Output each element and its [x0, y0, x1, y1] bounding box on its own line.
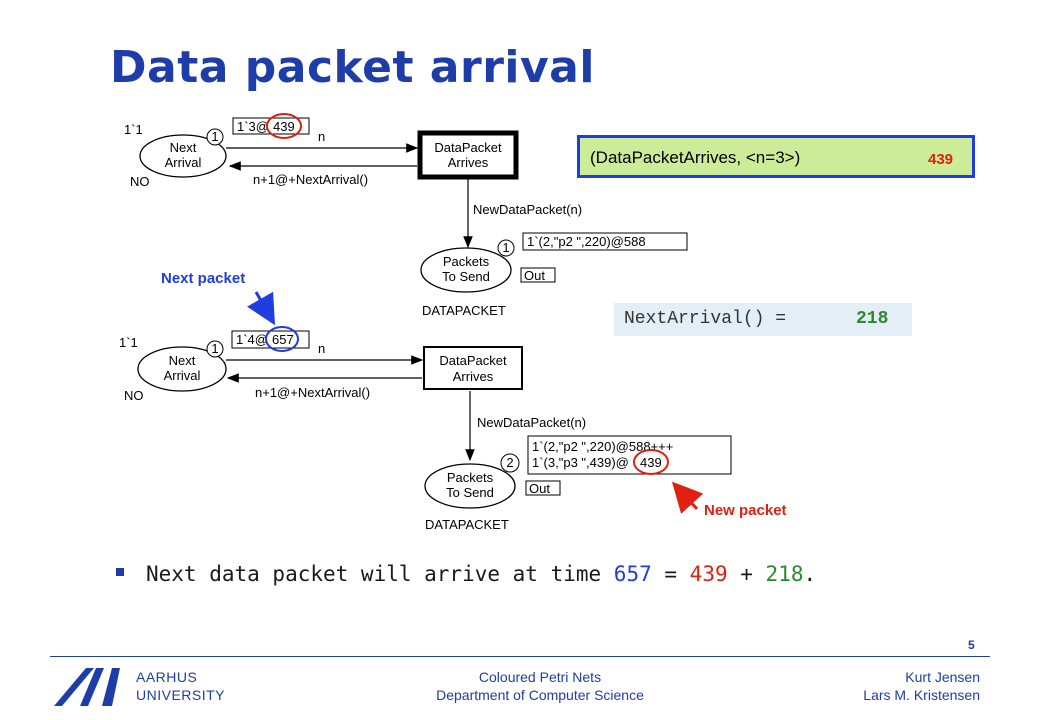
top-transition-datapacket-arrives[interactable]	[417, 130, 519, 180]
bottom-send-marking-line1: 1`(2,"p2 ",220)@588+++	[532, 439, 673, 454]
bottom-send-count-circle	[500, 453, 520, 473]
bottom-arc-in-label: n	[318, 341, 325, 356]
bottom-send-marking-line2-prefix: 1`(3,"p3 ",439)@	[532, 455, 629, 470]
top-colour-set: NO	[130, 174, 150, 189]
top-token-count: 1	[211, 129, 218, 144]
new-packet-arrow-icon	[671, 481, 704, 514]
aarhus-logo-icon	[54, 668, 120, 706]
bottom-send-marking-box	[527, 435, 732, 475]
top-arc-out-label: n+1@+NextArrival()	[253, 172, 368, 187]
top-arc-down-label: NewDataPacket(n)	[473, 202, 582, 217]
new-packet-annotation: New packet	[704, 502, 787, 519]
top-marking-prefix: 1`3@	[237, 119, 269, 134]
bottom-arc-out-label: n+1@+NextArrival()	[255, 385, 370, 400]
bottom-transition-datapacket-arrives[interactable]	[423, 346, 523, 390]
bullet-eq: =	[651, 562, 690, 586]
bullet-end: .	[803, 562, 817, 586]
top-place-next-arrival[interactable]	[139, 134, 227, 178]
footer-center: Coloured Petri Nets Department of Comput…	[380, 668, 700, 704]
blue-circle-highlight	[265, 326, 299, 352]
top-send-count: 1	[502, 240, 509, 255]
top-marking-time: 439	[273, 119, 295, 134]
bottom-marking-time: 657	[272, 332, 294, 347]
footer-course: Coloured Petri Nets	[478, 669, 602, 685]
bottom-send-colour-set: DATAPACKET	[425, 517, 509, 532]
footer-author2: Lars M. Kristensen	[863, 687, 980, 703]
bullet-text: Next data packet will arrive at time	[146, 562, 614, 586]
slide-title: Data packet arrival	[110, 42, 595, 93]
bottom-token-count-circle	[206, 340, 224, 358]
bottom-transition-label1: DataPacket	[439, 353, 507, 368]
top-transition-label1: DataPacket	[434, 140, 502, 155]
bottom-token-count: 1	[211, 341, 218, 356]
university-name: AARHUS UNIVERSITY	[136, 668, 225, 704]
top-port-out	[520, 267, 556, 283]
bottom-initial-marking: 1`1	[119, 335, 138, 350]
bottom-colour-set: NO	[124, 388, 144, 403]
bottom-place-packets-to-send[interactable]	[424, 463, 516, 509]
bottom-place-next-label1: Next	[169, 353, 196, 368]
red-circle-highlight-bottom	[633, 449, 669, 475]
red-circle-highlight-top	[266, 113, 302, 139]
binding-element-text: (DataPacketArrives, <n=3>)	[590, 148, 801, 167]
footer-department: Department of Computer Science	[436, 687, 644, 703]
bottom-send-label1: Packets	[447, 470, 494, 485]
bottom-send-marking-line2-time: 439	[640, 455, 662, 470]
bottom-net: 1`1 Next Arrival NO 1 1`4@ 657 n n+1@+Ne…	[119, 326, 732, 532]
bottom-place-next-arrival[interactable]	[137, 346, 227, 392]
bottom-port-out	[525, 480, 561, 496]
university-line2: UNIVERSITY	[136, 687, 226, 703]
bottom-send-count: 2	[506, 455, 513, 470]
bottom-send-label2: To Send	[446, 485, 494, 500]
top-port-label: Out	[524, 268, 545, 283]
footer-author1: Kurt Jensen	[905, 669, 980, 685]
bullet-item: Next data packet will arrive at time 657…	[116, 562, 816, 586]
top-place-packets-to-send[interactable]	[420, 247, 512, 293]
binding-element-box: (DataPacketArrives, <n=3>) 439	[577, 135, 975, 178]
page-number: 5	[968, 638, 975, 652]
top-token-count-circle	[206, 128, 224, 146]
top-transition-label2: Arrives	[448, 155, 489, 170]
top-arc-in-label: n	[318, 129, 325, 144]
bottom-port-label: Out	[529, 481, 550, 496]
next-arrival-label: NextArrival() =	[624, 309, 787, 329]
next-packet-annotation: Next packet	[161, 270, 246, 287]
top-initial-marking: 1`1	[124, 122, 143, 137]
next-packet-arrow-icon	[247, 291, 275, 326]
bottom-marking-prefix: 1`4@	[236, 332, 268, 347]
top-send-colour-set: DATAPACKET	[422, 303, 506, 318]
bottom-arc-down-label: NewDataPacket(n)	[477, 415, 586, 430]
top-send-label2: To Send	[442, 269, 490, 284]
top-net: 1`1 Next Arrival NO 1 1`3@ 439 n n+1@+Ne…	[124, 113, 688, 318]
footer-authors: Kurt Jensen Lars M. Kristensen	[780, 668, 980, 704]
next-arrival-box: NextArrival() = 218	[614, 303, 912, 336]
top-place-next-label2: Arrival	[165, 155, 202, 170]
top-send-marking: 1`(2,"p2 ",220)@588	[527, 234, 646, 249]
next-arrival-value: 218	[856, 309, 889, 329]
bullet-value-218: 218	[765, 562, 804, 586]
top-place-next-label1: Next	[170, 140, 197, 155]
top-send-label1: Packets	[443, 254, 490, 269]
top-send-count-circle	[497, 239, 515, 257]
bullet-square-icon	[116, 568, 124, 576]
footer-divider	[50, 656, 990, 657]
bottom-place-next-label2: Arrival	[164, 368, 201, 383]
top-send-marking-box	[522, 232, 688, 251]
binding-element-time: 439	[928, 151, 954, 168]
university-line1: AARHUS	[136, 669, 198, 685]
bullet-plus: +	[727, 562, 766, 586]
bottom-transition-label2: Arrives	[453, 369, 494, 384]
bullet-value-439: 439	[689, 562, 728, 586]
bullet-value-657: 657	[613, 562, 652, 586]
